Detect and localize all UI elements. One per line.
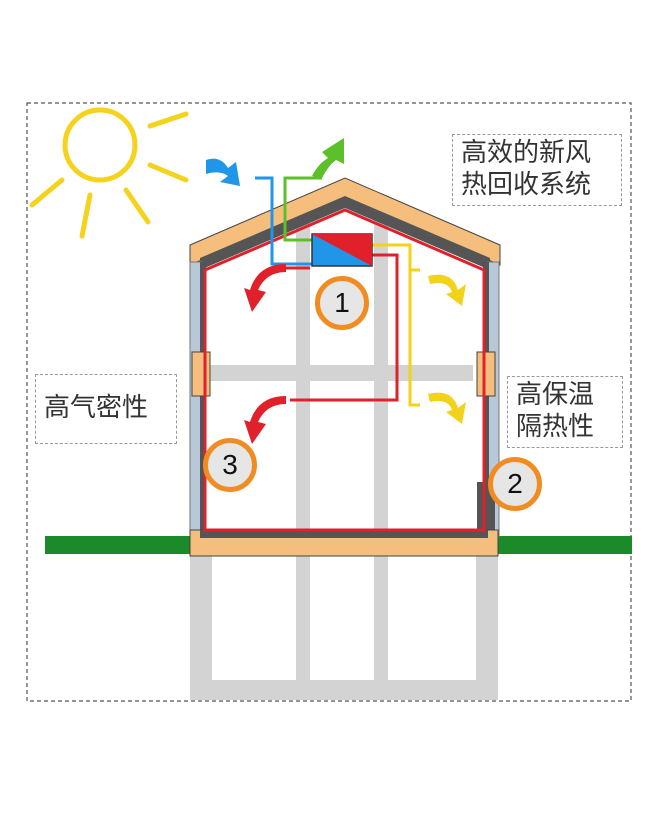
exhaust-air-out-arrow-icon xyxy=(312,138,344,178)
ground-right xyxy=(498,536,632,554)
warm-air-arrow-icon-lower xyxy=(428,392,466,424)
supply-air-arrow-icon-lower xyxy=(244,396,286,444)
left-wall-structure xyxy=(200,262,206,537)
fresh-air-in-arrow-icon xyxy=(206,158,240,186)
floor-structure xyxy=(200,530,488,538)
outer-dashed-frame xyxy=(26,102,632,702)
label-hrv-system: 高效的新风 热回收系统 xyxy=(452,134,622,206)
structure-frame-grid xyxy=(190,220,498,700)
marker-2: 2 xyxy=(488,457,542,511)
marker-3: 3 xyxy=(203,438,257,492)
ground-left xyxy=(45,536,191,554)
sun-icon xyxy=(29,107,189,239)
left-wall-insulation-block xyxy=(191,351,211,397)
marker-1: 1 xyxy=(315,276,369,330)
supply-duct-loop xyxy=(290,253,399,402)
warm-air-duct xyxy=(372,243,420,407)
label-insulation: 高保温 隔热性 xyxy=(507,376,623,448)
right-wall-insulation-block xyxy=(476,351,496,397)
fresh-air-duct xyxy=(255,176,315,266)
right-wall-structure xyxy=(483,262,489,537)
warm-air-arrow-icon-upper xyxy=(428,274,466,306)
heat-recovery-unit-icon xyxy=(311,233,373,267)
airtight-layer xyxy=(203,208,486,532)
label-airtightness: 高气密性 xyxy=(35,374,177,444)
supply-air-arrow-icon-upper xyxy=(244,264,286,312)
exhaust-air-duct xyxy=(283,176,322,242)
